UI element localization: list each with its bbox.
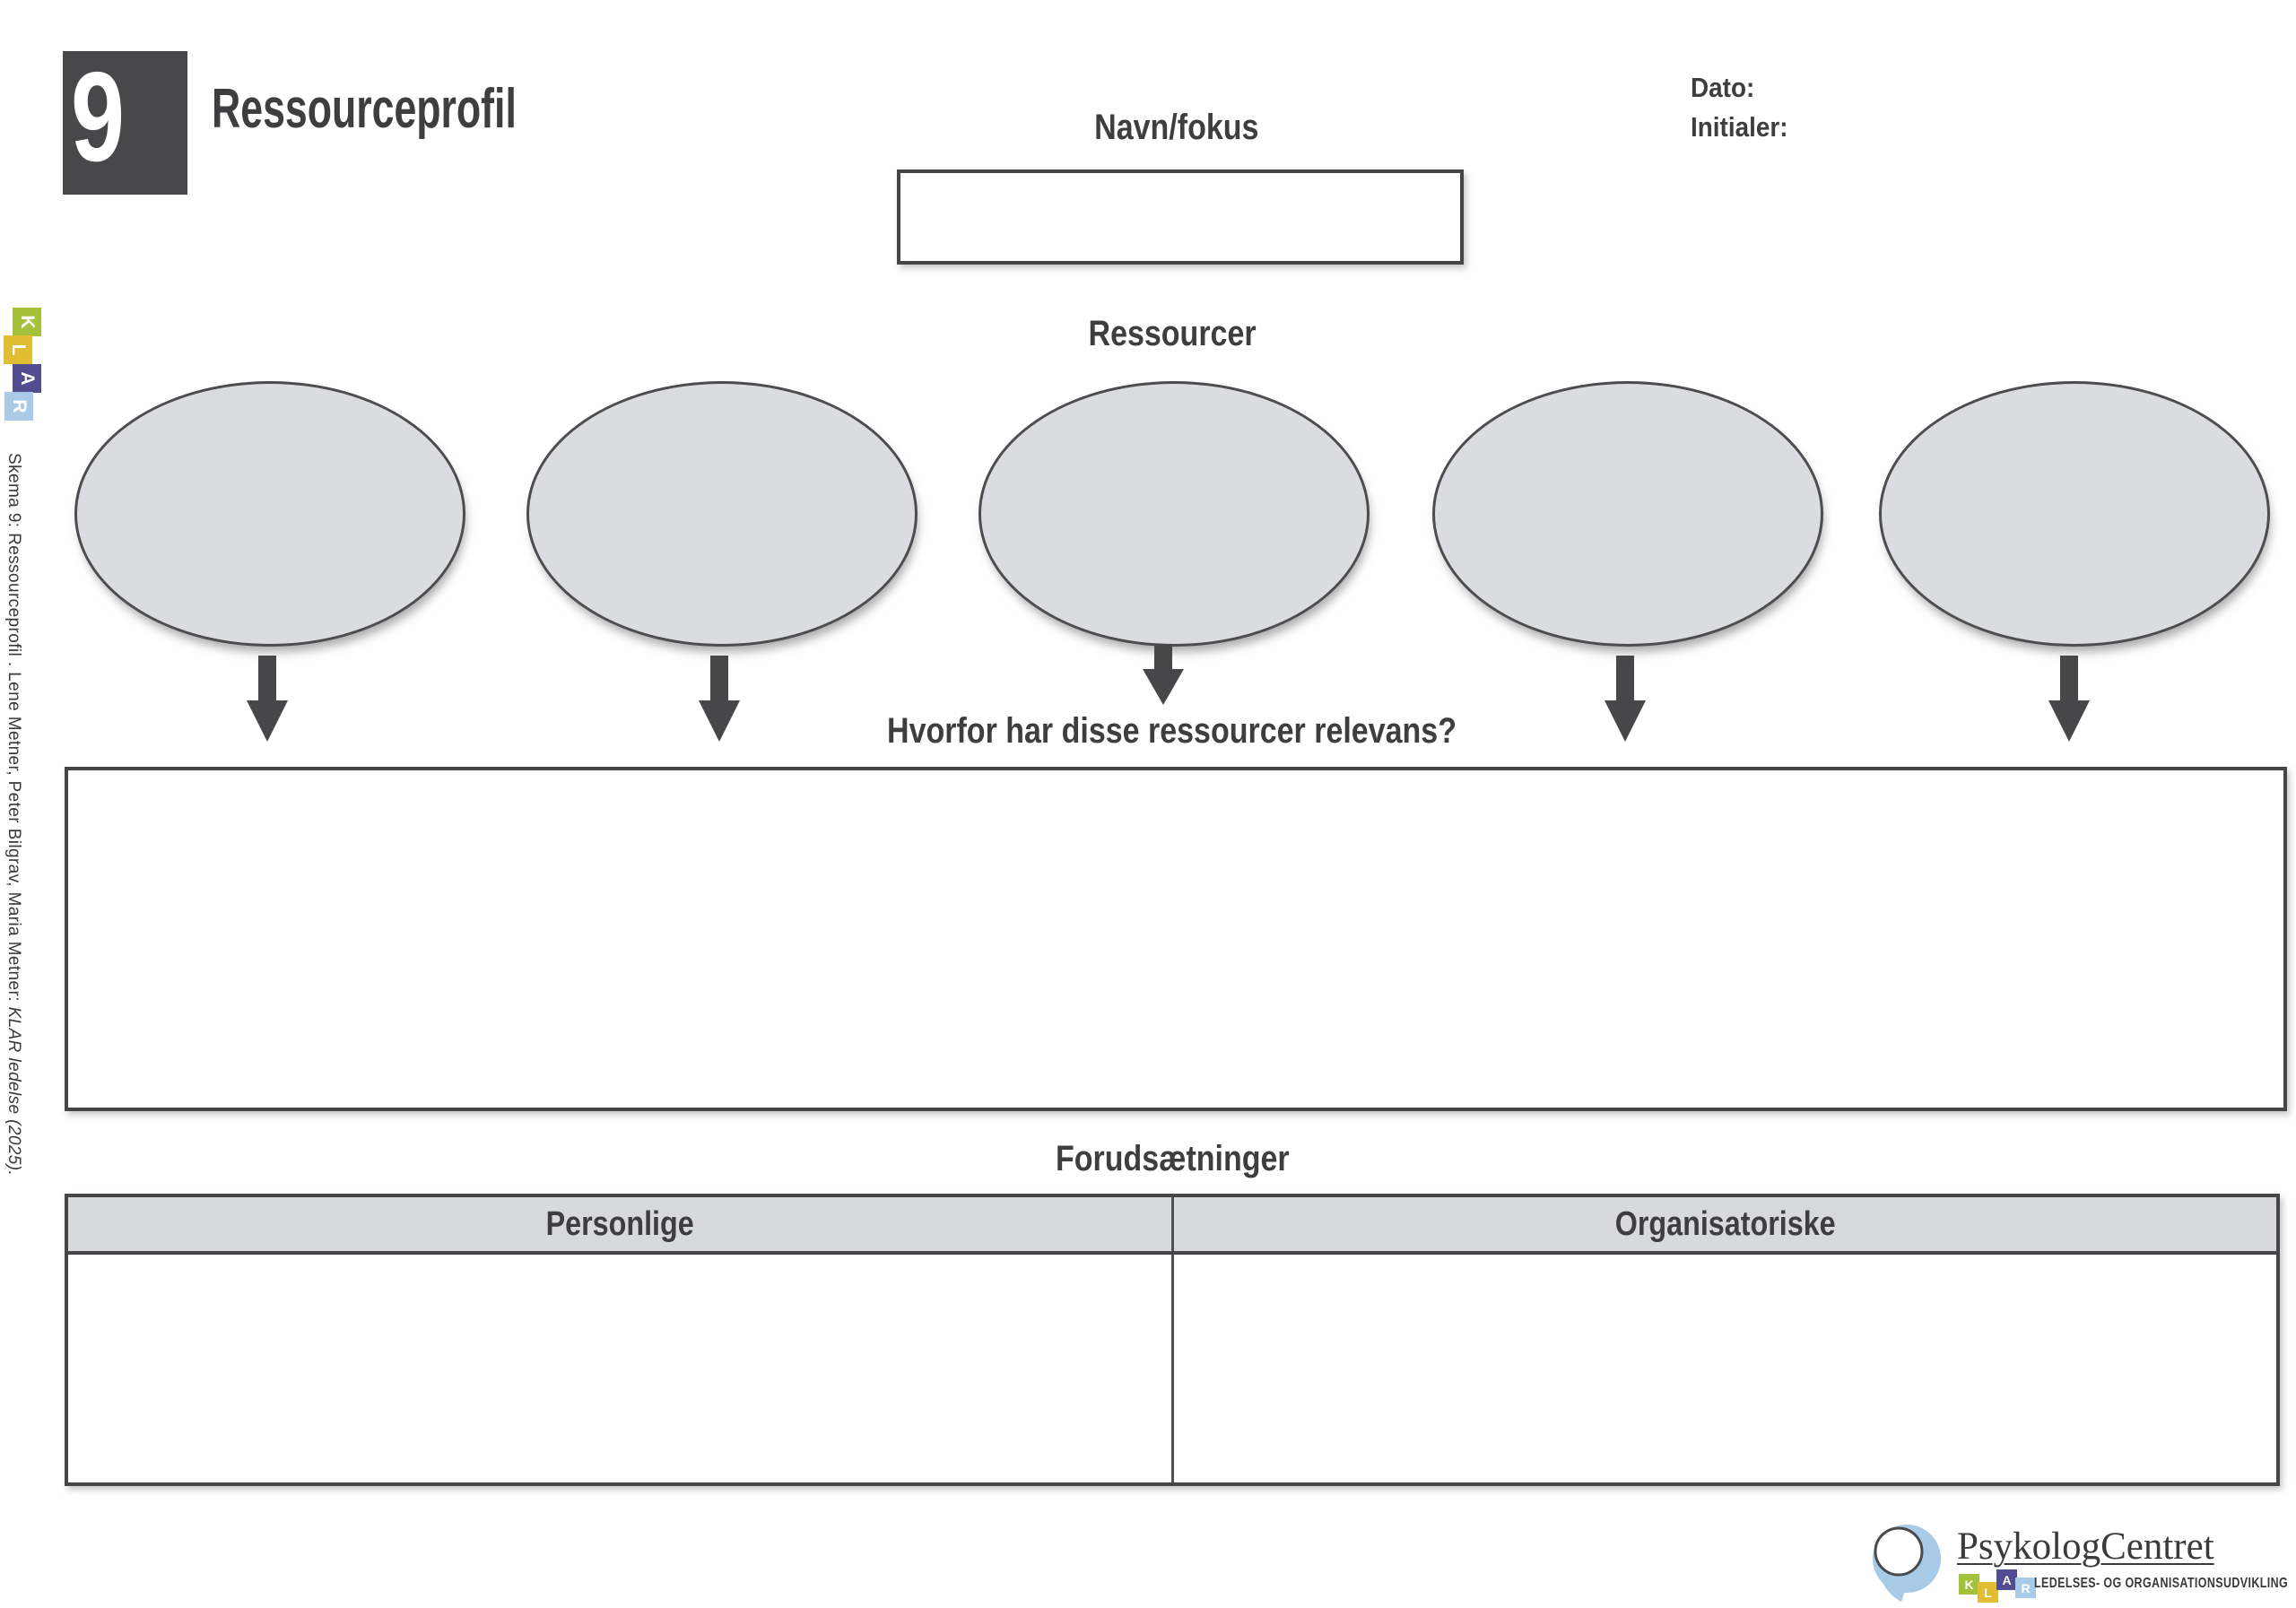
down-arrow-icon xyxy=(1605,656,1646,742)
brand-name: PsykologCentret xyxy=(1957,1525,2214,1568)
relevance-question: Hvorfor har disse ressourcer relevans? xyxy=(887,711,1457,751)
resource-ellipse-2[interactable] xyxy=(526,381,918,647)
down-arrow-icon xyxy=(247,656,288,742)
resources-heading: Ressourcer xyxy=(1088,314,1257,353)
name-focus-input-box[interactable] xyxy=(897,169,1464,265)
klar-square-l: L xyxy=(4,335,32,364)
resource-ellipse-1[interactable] xyxy=(74,381,465,647)
number-badge-digit: 9 xyxy=(71,46,126,188)
date-label: Dato: xyxy=(1691,72,1755,103)
personal-input-cell[interactable] xyxy=(68,1255,1174,1482)
name-focus-label: Navn/fokus xyxy=(1094,108,1259,147)
resource-ellipse-4[interactable] xyxy=(1432,381,1823,647)
prerequisites-table-body xyxy=(68,1255,2276,1482)
klar-logo-sidebar: K L A R xyxy=(2,305,43,436)
initials-label: Initialer: xyxy=(1691,111,1788,143)
down-arrow-icon xyxy=(699,656,740,742)
klar-square-k: K xyxy=(1959,1574,1979,1595)
organizational-column-header: Organisatoriske xyxy=(1614,1204,1836,1243)
prerequisites-table-header: Personlige Organisatoriske xyxy=(68,1197,2276,1255)
klar-square-r: R xyxy=(4,392,33,421)
resource-ellipse-3[interactable] xyxy=(978,381,1370,647)
klar-square-k: K xyxy=(13,308,41,336)
relevance-input-box[interactable] xyxy=(65,767,2287,1111)
personal-column-header: Personlige xyxy=(68,1197,1174,1251)
brand-swirl-icon xyxy=(1869,1519,1943,1604)
down-arrow-icon xyxy=(1143,644,1184,705)
klar-square-r: R xyxy=(2015,1578,2036,1598)
prerequisites-heading: Forudsætninger xyxy=(1055,1139,1290,1178)
sidebar-attribution: Skema 9: Ressourceprofil . Lene Metner, … xyxy=(4,453,23,1177)
resource-ellipse-5[interactable] xyxy=(1879,381,2270,647)
number-badge: 9 xyxy=(63,51,187,195)
prerequisites-table: Personlige Organisatoriske xyxy=(65,1194,2280,1486)
page-title: Ressourceprofil xyxy=(212,78,517,140)
brand-tagline: LEDELSES- OG ORGANISATIONSUDVIKLING xyxy=(2034,1576,2289,1591)
down-arrow-icon xyxy=(2048,656,2090,742)
organizational-input-cell[interactable] xyxy=(1174,1255,2276,1482)
klar-square-l: L xyxy=(1978,1582,1998,1603)
klar-square-a: A xyxy=(13,364,41,393)
klar-square-a: A xyxy=(1996,1569,2017,1590)
